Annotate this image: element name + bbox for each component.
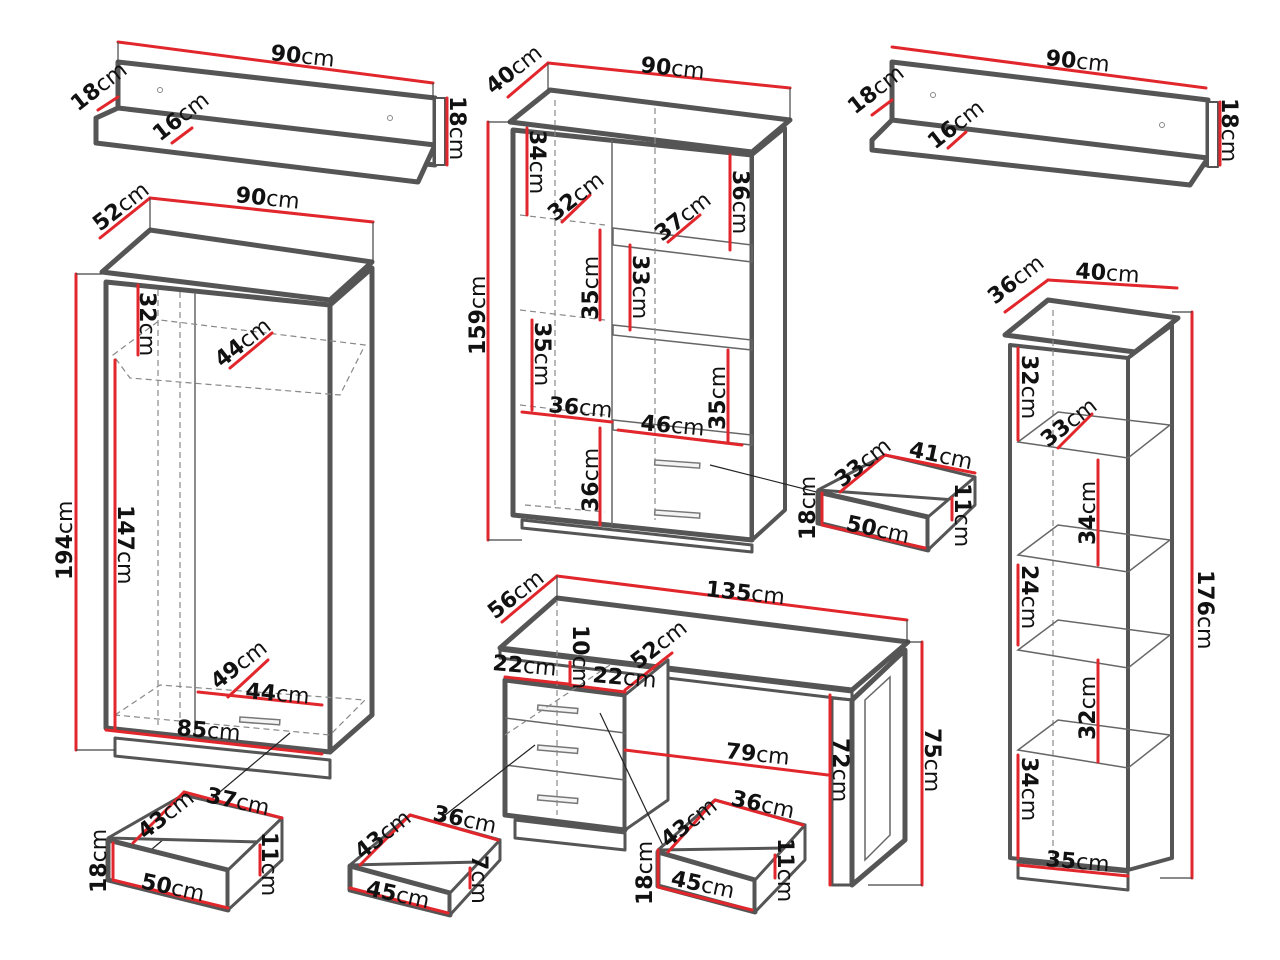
- wardrobe-height-label: 194cm: [53, 501, 78, 580]
- bookcase-left-mid-height-label: 35cm: [579, 256, 604, 320]
- desk-drawer-small-front-width-label: 45cm: [364, 876, 432, 914]
- wardrobe-drawer-front-height-label: 18cm: [87, 829, 112, 893]
- bookcase-height-label: 159cm: [466, 276, 491, 355]
- wardrobe-drawer: [105, 790, 284, 913]
- desk-drawer-small: [347, 813, 502, 918]
- tall-shelf-h3-label: 24cm: [1016, 565, 1041, 629]
- tall-shelf: [1002, 278, 1194, 892]
- bookcase-right-mid-height-label: 33cm: [627, 255, 652, 319]
- desk-top-drawer-height-label: 10cm: [567, 625, 592, 689]
- bookcase-left-lower-height-label: 35cm: [529, 322, 554, 386]
- desk-drawer-large-front-height-label: 18cm: [633, 841, 658, 905]
- tall-shelf-h5-label: 34cm: [1016, 757, 1041, 821]
- desk-drawer-large: [655, 798, 807, 915]
- desk: [389, 574, 924, 888]
- wardrobe-bottom-width-label: 85cm: [175, 716, 241, 746]
- shelf-right-width-label: 90cm: [1044, 46, 1110, 78]
- tall-shelf-bottom-width-label: 35cm: [1044, 847, 1110, 877]
- wall-shelf-right: [869, 45, 1222, 188]
- desk-cabinet-width-left-label: 22cm: [491, 651, 557, 681]
- tall-shelf-h4-label: 32cm: [1076, 676, 1101, 740]
- wardrobe-hanging-height-label: 147cm: [112, 505, 137, 584]
- bookcase-right-top-height-label: 36cm: [727, 170, 752, 234]
- desk-cabinet-width-right-label: 22cm: [591, 663, 657, 693]
- desk-width-label: 135cm: [704, 577, 786, 610]
- wardrobe-bottom-inner-width-label: 44cm: [244, 679, 310, 709]
- desk-drawer-small-side-height-label: 7cm: [466, 855, 491, 904]
- desk-leg-height-label: 72cm: [827, 738, 852, 802]
- wardrobe-top-compartment-label: 32cm: [134, 292, 159, 356]
- tall-shelf-height-label: 176cm: [1192, 570, 1217, 649]
- wall-shelf-left: [93, 40, 449, 185]
- desk-drawer-large-side-height-label: 11cm: [772, 838, 797, 902]
- desk-height-label: 75cm: [919, 728, 944, 792]
- bookcase-drawer-front-height-label: 18cm: [796, 476, 821, 540]
- bookcase-right-shelf-width-label: 46cm: [639, 411, 705, 441]
- tall-shelf-depth-label: 36cm: [983, 251, 1049, 310]
- shelf-left-height-label: 18cm: [444, 96, 469, 160]
- bookcase-left-shelf-width-label: 36cm: [547, 393, 613, 423]
- shelf-left-width-label: 90cm: [269, 41, 335, 73]
- tall-shelf-h1-label: 32cm: [1016, 355, 1041, 419]
- tall-shelf-width-label: 40cm: [1075, 259, 1141, 288]
- desk-knee-width-label: 79cm: [724, 739, 790, 771]
- bookcase-left-bottom-height-label: 36cm: [579, 448, 604, 512]
- bookcase-drawer-inner-width-label: 41cm: [907, 437, 975, 475]
- bookcase: [486, 61, 849, 554]
- tall-shelf-h2-label: 34cm: [1076, 481, 1101, 545]
- bookcase-right-lower-height-label: 35cm: [706, 366, 731, 430]
- bookcase-left-top-height-label: 34cm: [524, 130, 549, 194]
- wardrobe-depth-label: 52cm: [88, 178, 154, 237]
- bookcase-width-label: 90cm: [639, 53, 705, 85]
- wardrobe-width-label: 90cm: [234, 183, 300, 215]
- shelf-right-height-label: 18cm: [1216, 98, 1241, 162]
- bookcase-drawer: [815, 453, 977, 553]
- wardrobe: [74, 196, 375, 866]
- wardrobe-drawer-side-height-label: 11cm: [256, 832, 281, 896]
- bookcase-drawer-side-height-label: 11cm: [949, 483, 974, 547]
